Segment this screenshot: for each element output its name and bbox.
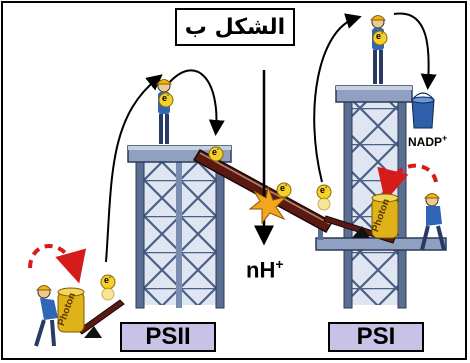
electron-coins <box>100 30 388 301</box>
nadp-label: NADP+ <box>408 133 448 149</box>
psi-label-box: PSI <box>328 322 424 352</box>
worker-psii-top <box>155 79 173 144</box>
photon-arc-psi <box>377 163 438 202</box>
electron-label: e- <box>212 147 220 157</box>
photon-drum-psii <box>57 287 85 333</box>
electron-label: e- <box>376 31 384 41</box>
nadp-bucket <box>411 92 435 129</box>
electron-jump-arc-psii-down <box>167 69 225 136</box>
electron-label: e- <box>104 275 112 285</box>
psii-seesaw <box>77 299 125 338</box>
figure-title: الشكل ب <box>175 8 295 46</box>
electron-jump-arc-psi-down <box>393 12 437 90</box>
proton-gradient-label: nH+ <box>246 256 284 283</box>
worker-psi-top <box>369 15 387 84</box>
electron-jump-arc-psii-up <box>105 74 163 263</box>
photon-drum-psi <box>371 193 399 239</box>
worker-psii-ground <box>34 285 58 347</box>
electron-label: e- <box>320 185 328 195</box>
electron-label: e- <box>162 93 170 103</box>
psii-label-box: PSII <box>120 322 216 352</box>
electron-label: e- <box>280 183 288 193</box>
worker-psi-ground <box>420 193 446 251</box>
psi-tower <box>315 85 447 309</box>
photon-arc-psii <box>28 244 87 284</box>
electron-jump-arc-psi-up <box>313 13 362 183</box>
